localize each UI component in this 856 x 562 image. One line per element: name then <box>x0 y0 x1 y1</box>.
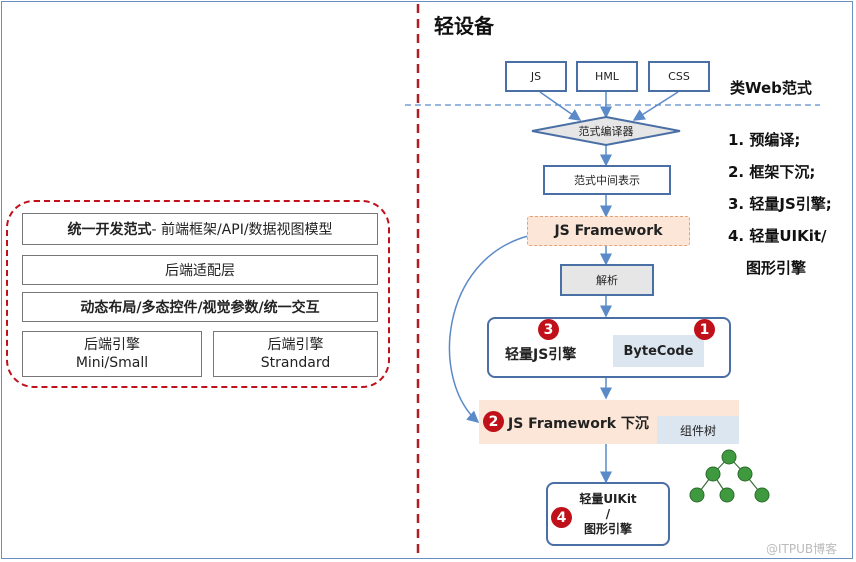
unified-paradigm-desc: - 前端框架/API/数据视图模型 <box>151 222 333 238</box>
arrow-framework-curve <box>448 235 529 423</box>
backend-engine-mini: 后端引擎 Mini/Small <box>22 331 202 377</box>
key-point-3: 3. 轻量JS引擎; <box>728 195 832 213</box>
compiler-diamond <box>531 115 681 147</box>
badge-1: 1 <box>694 319 715 340</box>
bytecode-box: ByteCode <box>613 335 704 367</box>
compiler-label: 范式编译器 <box>578 125 634 138</box>
arrow-css <box>632 91 679 121</box>
badge-3: 3 <box>538 319 559 340</box>
backend-engine-mini-sub: Mini/Small <box>75 355 149 371</box>
left-stack-group <box>6 200 390 388</box>
backend-engine-mini-title: 后端引擎 <box>84 337 140 353</box>
source-hml: HML <box>576 61 638 92</box>
component-tree-box: 组件树 <box>657 416 739 444</box>
badge-4: 4 <box>551 507 572 528</box>
key-point-1: 1. 预编译; <box>728 131 801 149</box>
unified-paradigm-row: 统一开发范式 - 前端框架/API/数据视图模型 <box>22 213 378 245</box>
uikit-line3: 图形引擎 <box>583 521 632 536</box>
source-js: JS <box>505 61 567 92</box>
key-point-2: 2. 框架下沉; <box>728 163 816 181</box>
intermediate-representation: 范式中间表示 <box>543 165 671 195</box>
dynamic-layout-row: 动态布局/多态控件/视觉参数/统一交互 <box>22 292 378 322</box>
lite-device-title: 轻设备 <box>434 14 494 38</box>
key-point-4-cont: 图形引擎 <box>746 259 807 277</box>
web-paradigm-label: 类Web范式 <box>730 79 812 97</box>
backend-adapter-row: 后端适配层 <box>22 255 378 285</box>
component-tree-nodes <box>689 449 770 503</box>
source-css: CSS <box>648 61 710 92</box>
badge-2: 2 <box>483 411 504 432</box>
lite-js-engine-label: 轻量JS引擎 <box>505 347 577 363</box>
watermark: @ITPUB博客 <box>766 542 838 556</box>
uikit-line2: / <box>605 506 611 521</box>
js-framework-box: JS Framework <box>527 216 690 246</box>
backend-engine-standard-sub: Strandard <box>260 355 331 371</box>
backend-engine-standard: 后端引擎 Strandard <box>213 331 378 377</box>
key-points-list: 1. 预编译; 2. 框架下沉; 3. 轻量JS引擎; 4. 轻量UIKit/ … <box>728 124 848 284</box>
backend-engine-standard-title: 后端引擎 <box>267 337 324 353</box>
dynamic-layout-label: 动态布局/多态控件/视觉参数/统一交互 <box>80 300 320 316</box>
backend-adapter-label: 后端适配层 <box>165 263 235 279</box>
framework-sink-label: JS Framework 下沉 <box>508 416 649 432</box>
arrow-js <box>539 91 582 121</box>
uikit-line1: 轻量UIKit <box>579 491 637 506</box>
parse-box: 解析 <box>560 264 654 296</box>
unified-paradigm-title: 统一开发范式 <box>67 222 152 238</box>
key-point-4: 4. 轻量UIKit/ <box>728 227 827 245</box>
